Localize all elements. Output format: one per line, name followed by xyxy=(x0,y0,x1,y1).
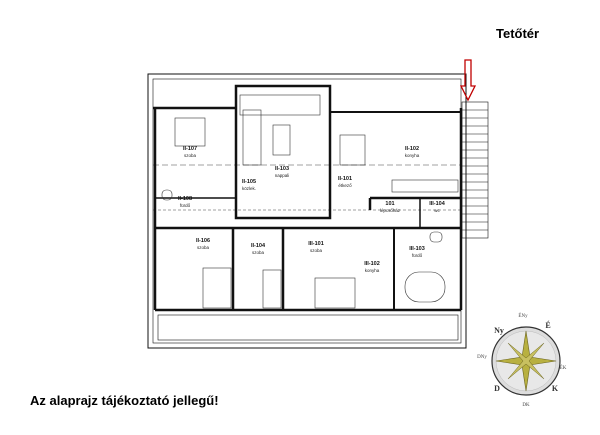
room-name: étkező xyxy=(338,183,352,188)
room-id: III-104 xyxy=(429,201,446,207)
outer-walls xyxy=(147,73,467,349)
room-id: II-104 xyxy=(251,243,266,249)
compass-label: ÉK xyxy=(560,365,567,371)
room-name: fürdő xyxy=(412,253,423,258)
room-name: szoba xyxy=(197,245,210,250)
room-id: II-101 xyxy=(338,176,352,182)
room-id: II-106 xyxy=(196,238,210,244)
room-name: szoba xyxy=(184,153,197,158)
room-name: szoba xyxy=(310,248,323,253)
compass-label: DK xyxy=(522,403,530,408)
compass-label: D xyxy=(494,384,500,393)
room-id: II-102 xyxy=(405,146,419,152)
room-id: II-108 xyxy=(178,196,192,202)
room-id: III-103 xyxy=(409,246,425,252)
compass-rose: É ÉK K DK D DNy Ny ÉNy xyxy=(477,313,567,408)
compass-label: É xyxy=(545,320,550,330)
room-name: wc xyxy=(434,208,440,213)
room-name: szoba xyxy=(252,250,265,255)
compass-label: Ny xyxy=(494,326,504,335)
room-name: közlek. xyxy=(242,186,256,191)
room-name: fürdő xyxy=(180,203,191,208)
room-id: II-103 xyxy=(275,166,289,172)
furniture xyxy=(161,94,459,309)
room-id: II-107 xyxy=(183,146,197,152)
room-id: III-102 xyxy=(364,261,380,267)
room-name: nappali xyxy=(275,173,290,178)
staircase xyxy=(461,101,489,239)
room-labels: II-107 szoba II-103 nappali II-105 közle… xyxy=(178,146,446,273)
compass-label: K xyxy=(552,384,559,393)
room-name: lépcsőház xyxy=(380,208,401,213)
room-id: 101 xyxy=(385,201,394,207)
room-id: II-105 xyxy=(242,179,256,185)
disclaimer-text: Az alaprajz tájékoztató jellegű! xyxy=(30,393,219,408)
entry-arrow-icon xyxy=(459,59,477,102)
room-id: III-101 xyxy=(308,241,324,247)
compass-label: ÉNy xyxy=(518,313,528,319)
floor-title: Tetőtér xyxy=(496,26,540,41)
compass-label: DNy xyxy=(477,355,487,360)
room-name: konyha xyxy=(405,153,420,158)
room-name: konyha xyxy=(365,268,380,273)
